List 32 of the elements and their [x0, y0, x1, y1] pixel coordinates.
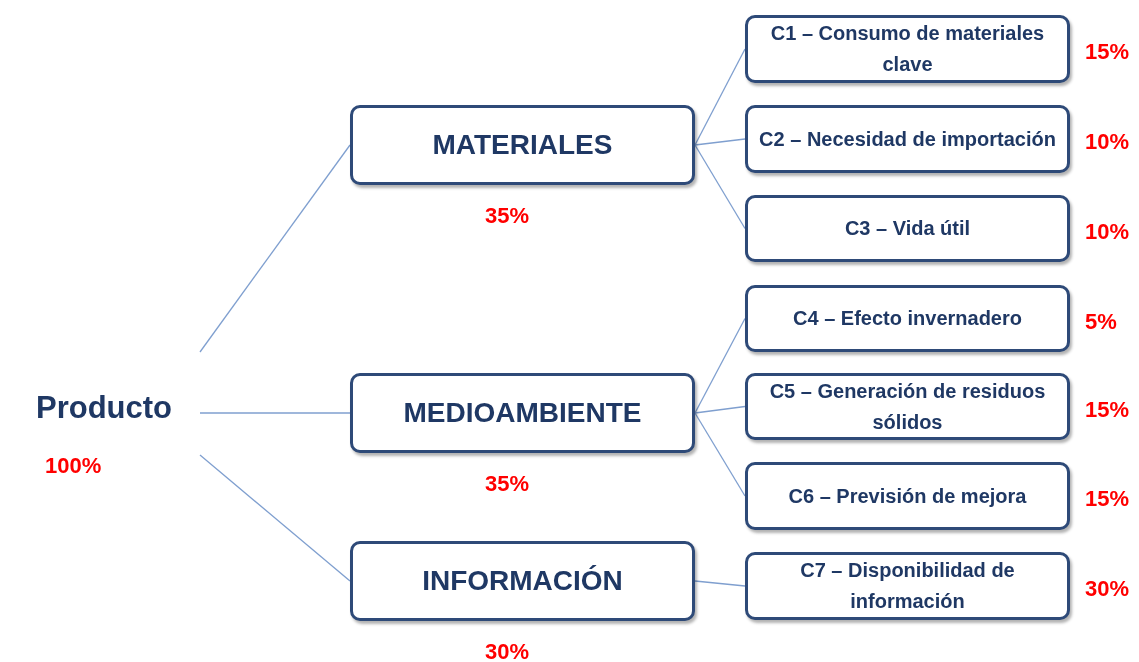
connector-line [694, 580, 746, 587]
node-label: MATERIALES [432, 129, 613, 161]
root-label: Producto [35, 390, 173, 426]
connector-line [694, 144, 746, 230]
weight-percent: 35% [485, 471, 530, 497]
weight-percent: 30% [1085, 576, 1130, 602]
weight-percent: 15% [1085, 39, 1130, 65]
weight-percent: 15% [1085, 486, 1130, 512]
connector-line [694, 138, 746, 146]
connector-line [694, 48, 746, 146]
node-label: C1 – Consumo de materiales clave [769, 21, 1046, 77]
node-label: C3 – Vida útil [843, 216, 972, 241]
weight-percent: 15% [1085, 396, 1130, 423]
weight-percent: 5% [1085, 308, 1117, 335]
node-label: C4 – Efecto invernadero [792, 306, 1023, 331]
connector-line [199, 454, 351, 582]
connector-line [199, 144, 351, 353]
connector-line [694, 317, 746, 414]
node-label: MEDIOAMBIENTE [403, 397, 642, 429]
node-label: INFORMACIÓN [422, 565, 623, 597]
node-label: C7 – Disponibilidad de información [799, 558, 1016, 614]
weight-percent: 10% [1085, 218, 1130, 245]
node-label: C2 – Necesidad de importación [758, 126, 1057, 152]
weight-percent: 10% [1085, 129, 1130, 155]
node-label: C5 – Generación de residuos sólidos [768, 378, 1047, 435]
node-label: C6 – Previsión de mejora [787, 483, 1028, 509]
connector-line [694, 405, 746, 414]
weight-percent: 100% [45, 453, 102, 479]
connector-line [694, 412, 746, 497]
weight-percent: 30% [485, 639, 530, 662]
weight-percent: 35% [485, 203, 530, 229]
connector-line [199, 412, 351, 414]
